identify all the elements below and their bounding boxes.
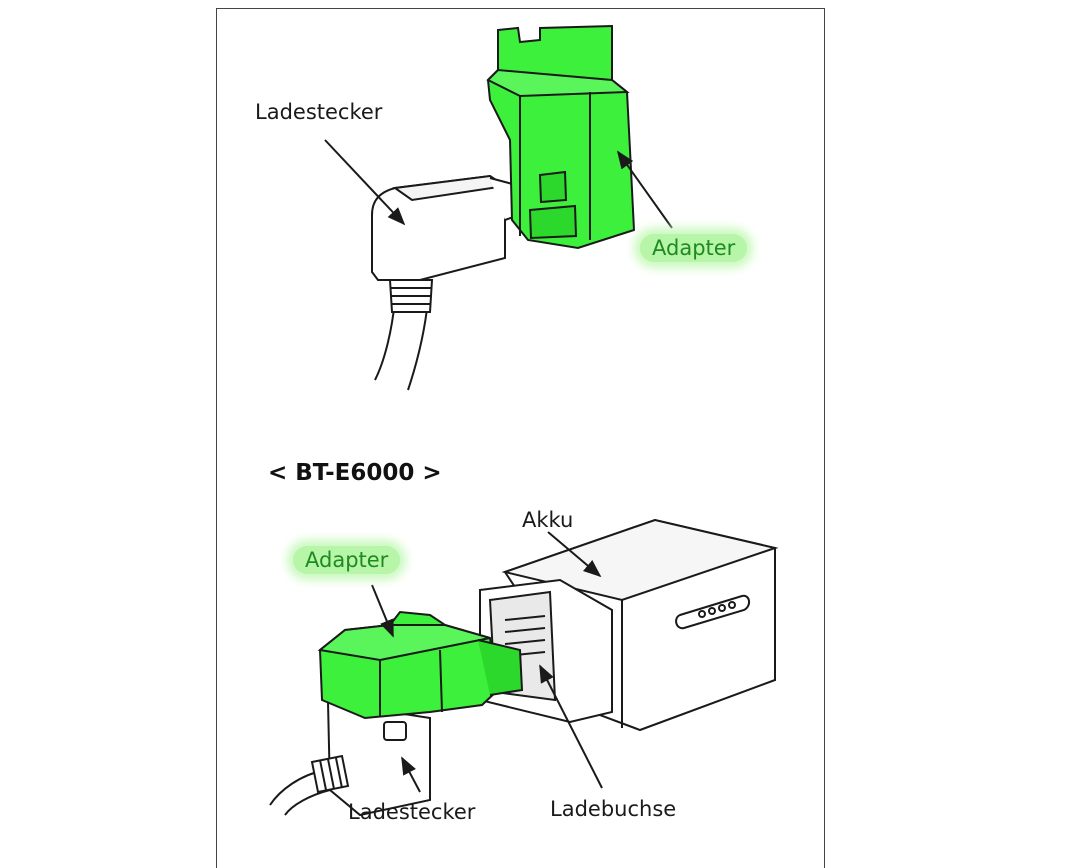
label-akku: Akku [522, 508, 574, 532]
label-ladestecker-top: Ladestecker [255, 100, 383, 124]
battery-indicator-leds [698, 601, 736, 618]
label-ladestecker-bottom: Ladestecker [348, 800, 476, 824]
top-charging-plug [371, 174, 524, 281]
bottom-charging-plug [310, 700, 431, 817]
top-cable [374, 299, 429, 391]
label-adapter-top: Adapter [640, 234, 748, 262]
diagram-frame [216, 8, 825, 868]
bottom-leader-arrows [371, 531, 603, 793]
label-ladebuchse: Ladebuchse [550, 797, 677, 821]
top-cable-strain-relief [388, 279, 434, 313]
bottom-adapter [317, 610, 524, 720]
label-adapter-bottom: Adapter [293, 546, 401, 574]
top-adapter [486, 24, 636, 250]
battery-body [501, 518, 779, 732]
model-heading: < BT-E6000 > [268, 460, 442, 486]
top-leader-arrows [324, 139, 673, 229]
